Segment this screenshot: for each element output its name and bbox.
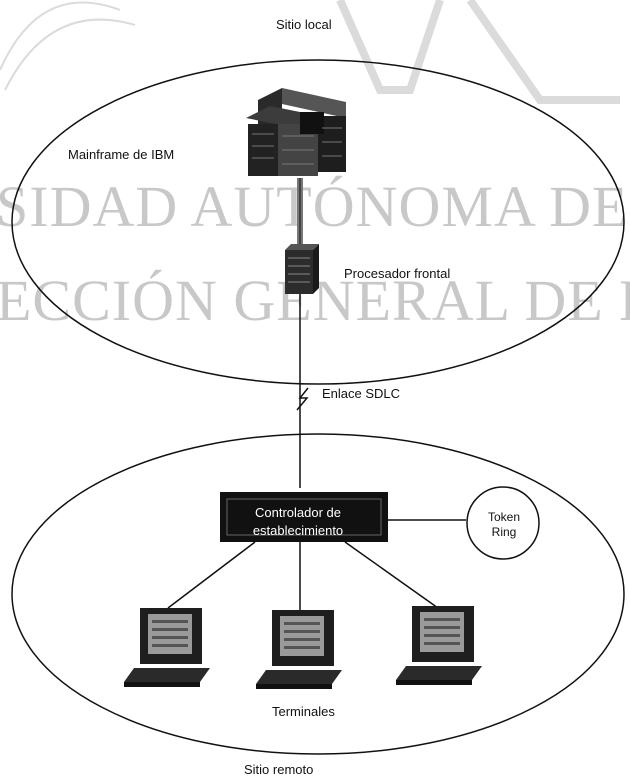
watermark-line-1: SIDAD AUTÓNOMA DE	[0, 174, 628, 239]
terminal-left-icon	[124, 608, 210, 687]
terminal-link-right	[345, 542, 438, 608]
sdlc-link-label: Enlace SDLC	[322, 386, 400, 401]
terminals-label: Terminales	[272, 704, 335, 719]
token-ring-label-line-1: Token	[468, 510, 540, 525]
terminal-center-icon	[256, 610, 342, 689]
local-site-label: Sitio local	[276, 17, 332, 32]
token-ring-label: Token Ring	[468, 510, 540, 540]
controller-label-line-2: establecimiento	[208, 522, 388, 540]
controller-label: Controlador de establecimiento	[208, 504, 388, 540]
controller-label-line-1: Controlador de	[208, 504, 388, 522]
watermark-logo	[0, 0, 620, 100]
sdlc-lightning-icon	[297, 388, 308, 410]
mainframe-label: Mainframe de IBM	[68, 147, 174, 162]
token-ring-label-line-2: Ring	[468, 525, 540, 540]
front-end-processor-icon	[285, 244, 319, 294]
terminal-link-left	[168, 542, 255, 608]
mainframe-icon	[246, 88, 346, 176]
front-end-processor-label: Procesador frontal	[344, 266, 450, 281]
remote-site-label: Sitio remoto	[244, 762, 313, 777]
terminal-right-icon	[396, 606, 482, 685]
